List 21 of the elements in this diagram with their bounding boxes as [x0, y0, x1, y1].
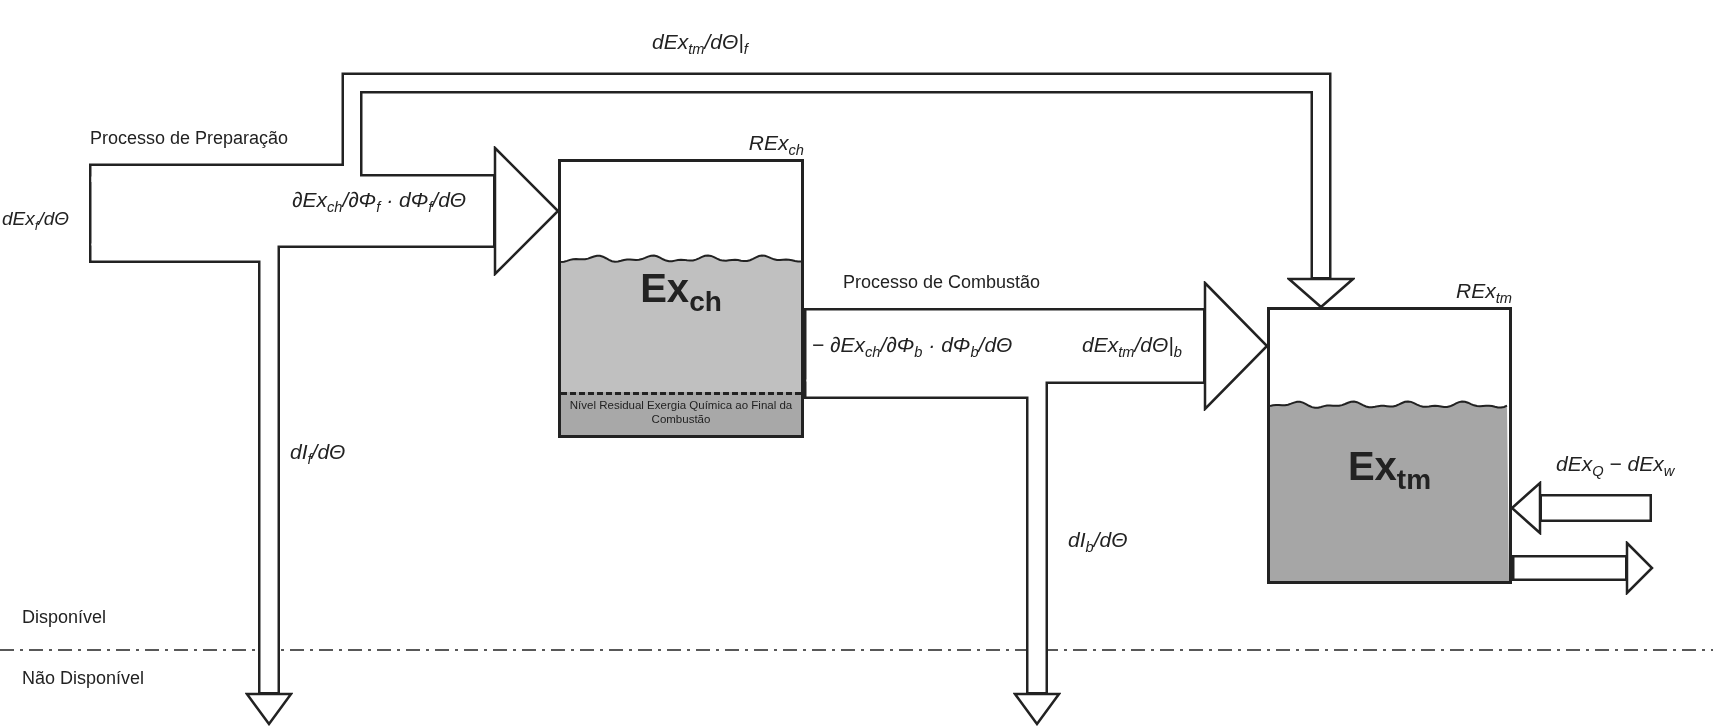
- flow-formula: dI$_{f}$/dΘ: [290, 440, 346, 468]
- tank-label: Ex$_{tm}$: [1347, 444, 1432, 488]
- process-label: Processo de Preparação: [90, 128, 289, 149]
- zone-label: Disponível: [22, 607, 107, 628]
- capacity-label: REx$_{tm}$: [1456, 279, 1512, 307]
- residual-level-text: Nível Residual Exergia Química ao Final da Combustão: [568, 398, 794, 427]
- flow-formula: dEx$_{tm}$/dΘ|$_{b}$: [1082, 333, 1182, 361]
- flow-formula: dEx$_{f}$/dΘ: [2, 190, 85, 255]
- flow-arrow: [804, 281, 1269, 411]
- tank-label: Ex$_{ch}$: [640, 266, 722, 310]
- flow-formula: ∂Ex$_{ch}$/∂Φ$_{f}$ · dΦ$_{f}$/dΘ: [292, 188, 467, 216]
- flow-formula: − ∂Ex$_{ch}$/∂Φ$_{b}$ · dΦ$_{b}$/dΘ: [812, 333, 1013, 361]
- process-label: Processo de Combustão: [843, 272, 1041, 293]
- flow-formula: dEx$_{Q}$ − dEx$_{w}$: [1556, 452, 1675, 480]
- flow-arrow: [1510, 481, 1652, 535]
- flow-arrow: [1512, 541, 1654, 595]
- zone-label: Não Disponível: [22, 668, 145, 689]
- flow-formula: dEx$_{tm}$/dΘ|$_{f}$: [652, 30, 748, 58]
- flow-formula: dI$_{b}$/dΘ: [1068, 528, 1128, 556]
- flow-arrow: [89, 72, 1355, 309]
- capacity-label: REx$_{ch}$: [748, 131, 804, 159]
